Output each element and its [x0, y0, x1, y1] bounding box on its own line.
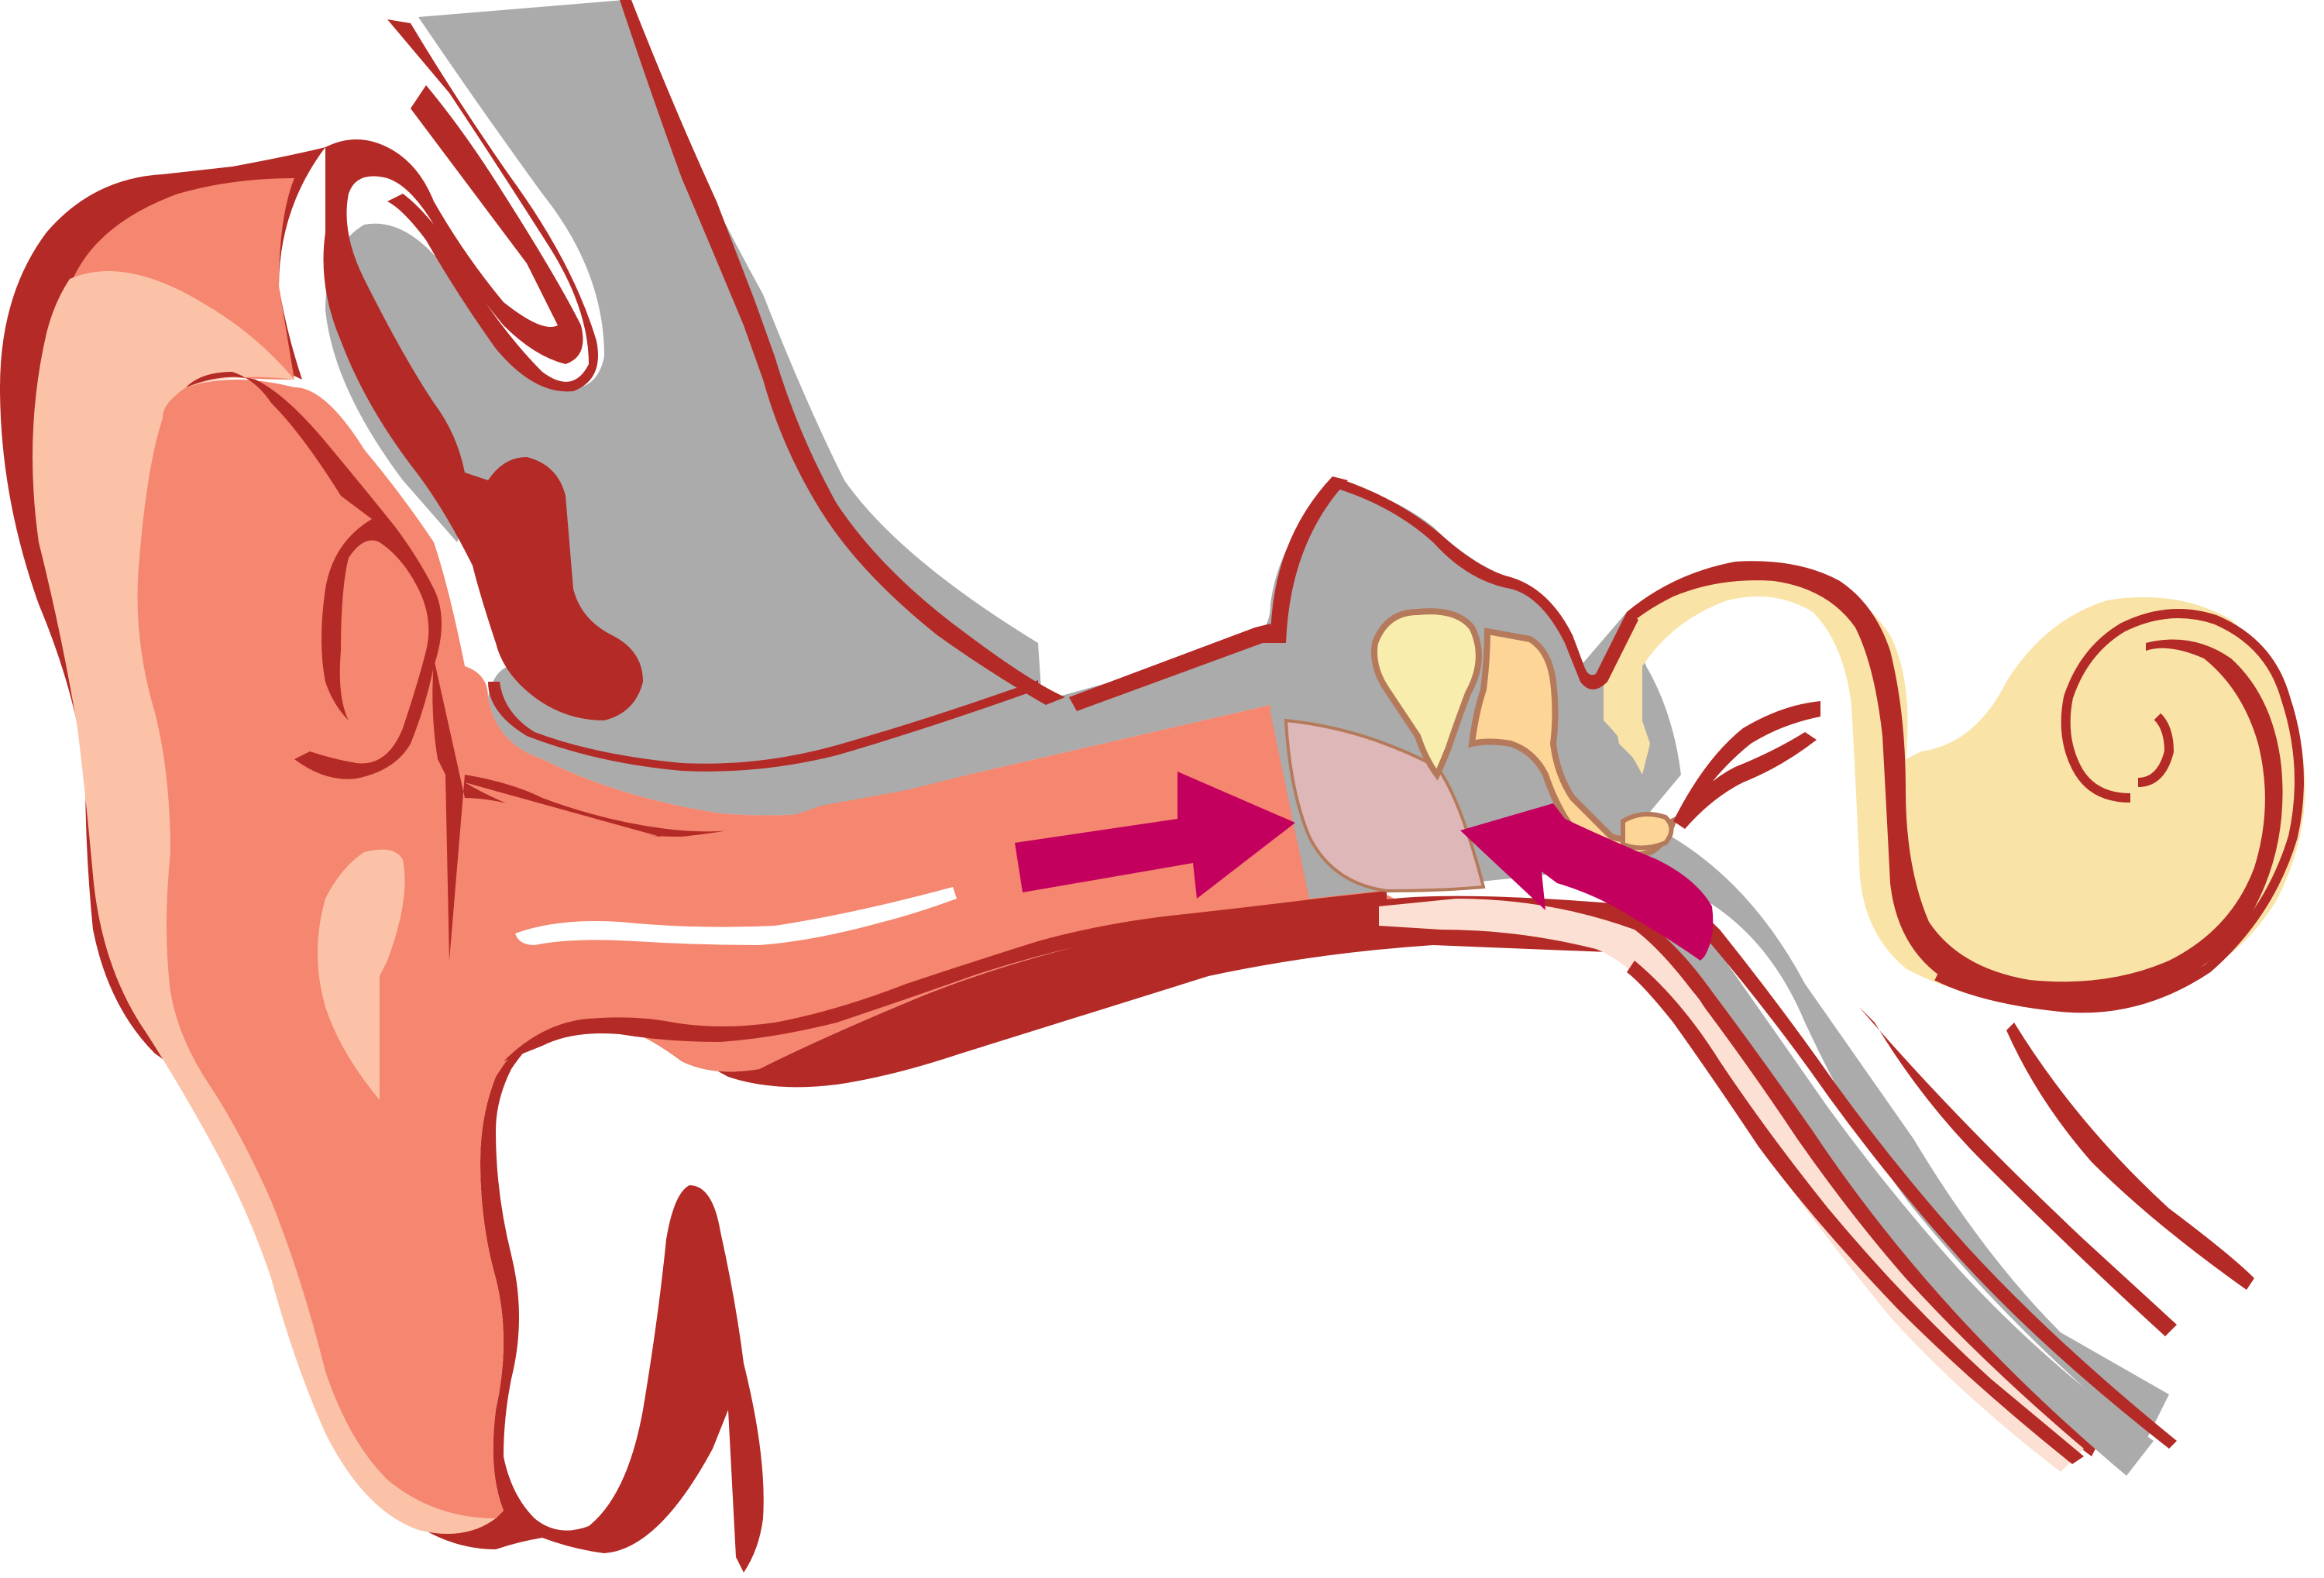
- tube-outline-top: [1604, 864, 2177, 1449]
- malleus: [1371, 608, 1482, 781]
- ear-canal: [465, 713, 1309, 1085]
- middle-ear-lining: [1379, 899, 2084, 1472]
- stapes: [1621, 812, 1674, 851]
- semicircular-canal: [1673, 701, 1820, 829]
- eustachian-tube: [1611, 868, 2154, 1476]
- temporal-bone: [325, 0, 2169, 1441]
- arrow-toward-eardrum: [1015, 772, 1295, 899]
- bone-outline-bottom: [488, 680, 1038, 772]
- canal-lower-outline: [504, 891, 1387, 1061]
- canal-highlight: [515, 887, 957, 945]
- eardrum-outline: [1284, 718, 1486, 893]
- pinna-helix-light: [33, 271, 496, 1534]
- bone-outline-mid: [1069, 476, 1638, 711]
- arrow-from-middle-ear: [1460, 803, 1714, 961]
- tube-outline-bottom: [1627, 961, 2084, 1464]
- eardrum: [1286, 720, 1483, 891]
- antihelix: [318, 849, 405, 1100]
- concha-contour: [186, 372, 442, 779]
- vestibule: [1604, 566, 2305, 1002]
- bone-outline-left: [387, 19, 598, 392]
- cochlea-spiral: [1934, 609, 2304, 1013]
